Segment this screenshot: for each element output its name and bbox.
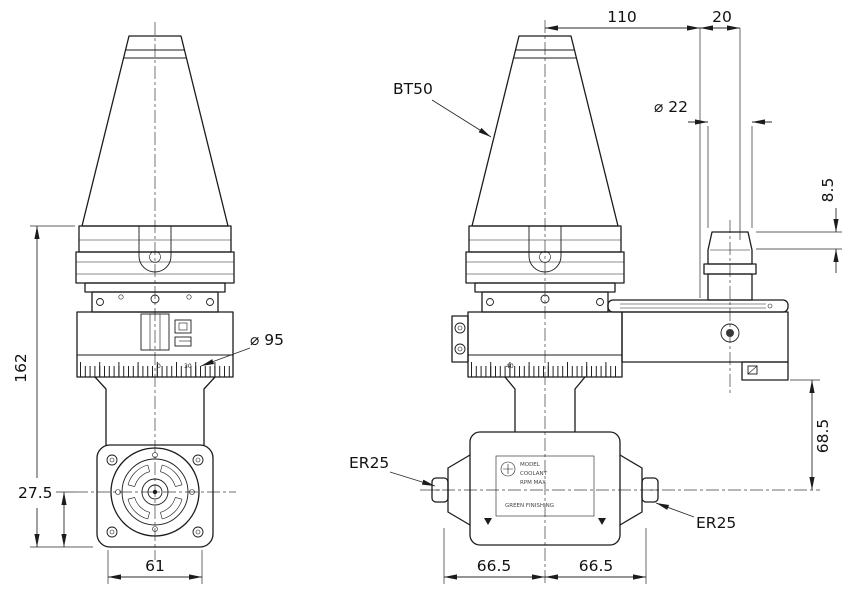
- dim-half-span: 66.5 66.5: [443, 528, 647, 584]
- front-view: 0 30: [12, 22, 284, 584]
- side-output-spindle: [703, 231, 757, 301]
- front-face-slots: [127, 464, 183, 520]
- front-neck: [94, 376, 216, 446]
- nameplate-row: RPM MAX: [520, 480, 546, 486]
- dim-spindle-offset-text: 27.5: [18, 484, 53, 502]
- dim-head-width-text: 61: [145, 557, 165, 575]
- side-body: 40: [451, 311, 623, 378]
- front-taper-cone: [81, 35, 229, 227]
- dim-drop-height: 68.5: [790, 379, 832, 490]
- dim-spindle-offset: 27.5: [18, 484, 75, 547]
- dim-half-span-left-text: 66.5: [477, 557, 512, 575]
- dim-body-diameter: ⌀ 95: [200, 331, 284, 367]
- front-scale-thirty: 30: [184, 363, 192, 370]
- dim-drop-height-text: 68.5: [814, 419, 832, 454]
- side-scale-forty: 40: [506, 363, 514, 370]
- nameplate-row: MODEL: [520, 462, 541, 468]
- front-centerlines: [75, 22, 236, 560]
- front-body: 0 30: [76, 311, 234, 378]
- label-taper: BT50: [393, 80, 492, 138]
- side-neck: [504, 376, 586, 433]
- dim-arm-end-offset-text: 20: [712, 8, 732, 26]
- label-collet-right-text: ER25: [696, 514, 736, 532]
- dim-spindle-diameter-text: ⌀ 22: [654, 98, 688, 116]
- dim-arm-end-offset: 20: [700, 8, 741, 240]
- dim-half-span-right-text: 66.5: [579, 557, 614, 575]
- dim-overall-height: 162: [12, 225, 93, 548]
- label-taper-text: BT50: [393, 80, 433, 98]
- dim-body-diameter-text: ⌀ 95: [250, 331, 284, 349]
- label-collet-right: ER25: [655, 502, 736, 532]
- side-arm: [607, 299, 789, 381]
- dim-spindle-diameter: ⌀ 22: [654, 98, 772, 228]
- side-head: MODEL COOLANT RPM MAX GREEN FINISHING: [431, 431, 659, 546]
- label-collet-left-text: ER25: [349, 454, 389, 472]
- index-triangle-left: [484, 518, 492, 525]
- dim-overall-height-text: 162: [12, 353, 30, 383]
- nameplate-row: COOLANT: [520, 471, 548, 477]
- front-head: [96, 444, 214, 548]
- dim-arm-reach-text: 110: [607, 8, 637, 26]
- front-scale-zero: 0: [157, 363, 161, 370]
- index-triangle-right: [598, 518, 606, 525]
- side-nameplate: MODEL COOLANT RPM MAX GREEN FINISHING: [495, 455, 595, 517]
- side-view: 40 MODEL COOLANT RPM MAX GREEN FINISHING: [349, 8, 842, 586]
- dim-spindle-step: 8.5: [756, 178, 842, 273]
- dim-head-width: 61: [107, 550, 203, 584]
- label-collet-left: ER25: [349, 454, 436, 487]
- dim-arm-reach: 110: [545, 8, 701, 298]
- nameplate-row: GREEN FINISHING: [505, 503, 554, 509]
- dim-spindle-step-text: 8.5: [819, 178, 837, 203]
